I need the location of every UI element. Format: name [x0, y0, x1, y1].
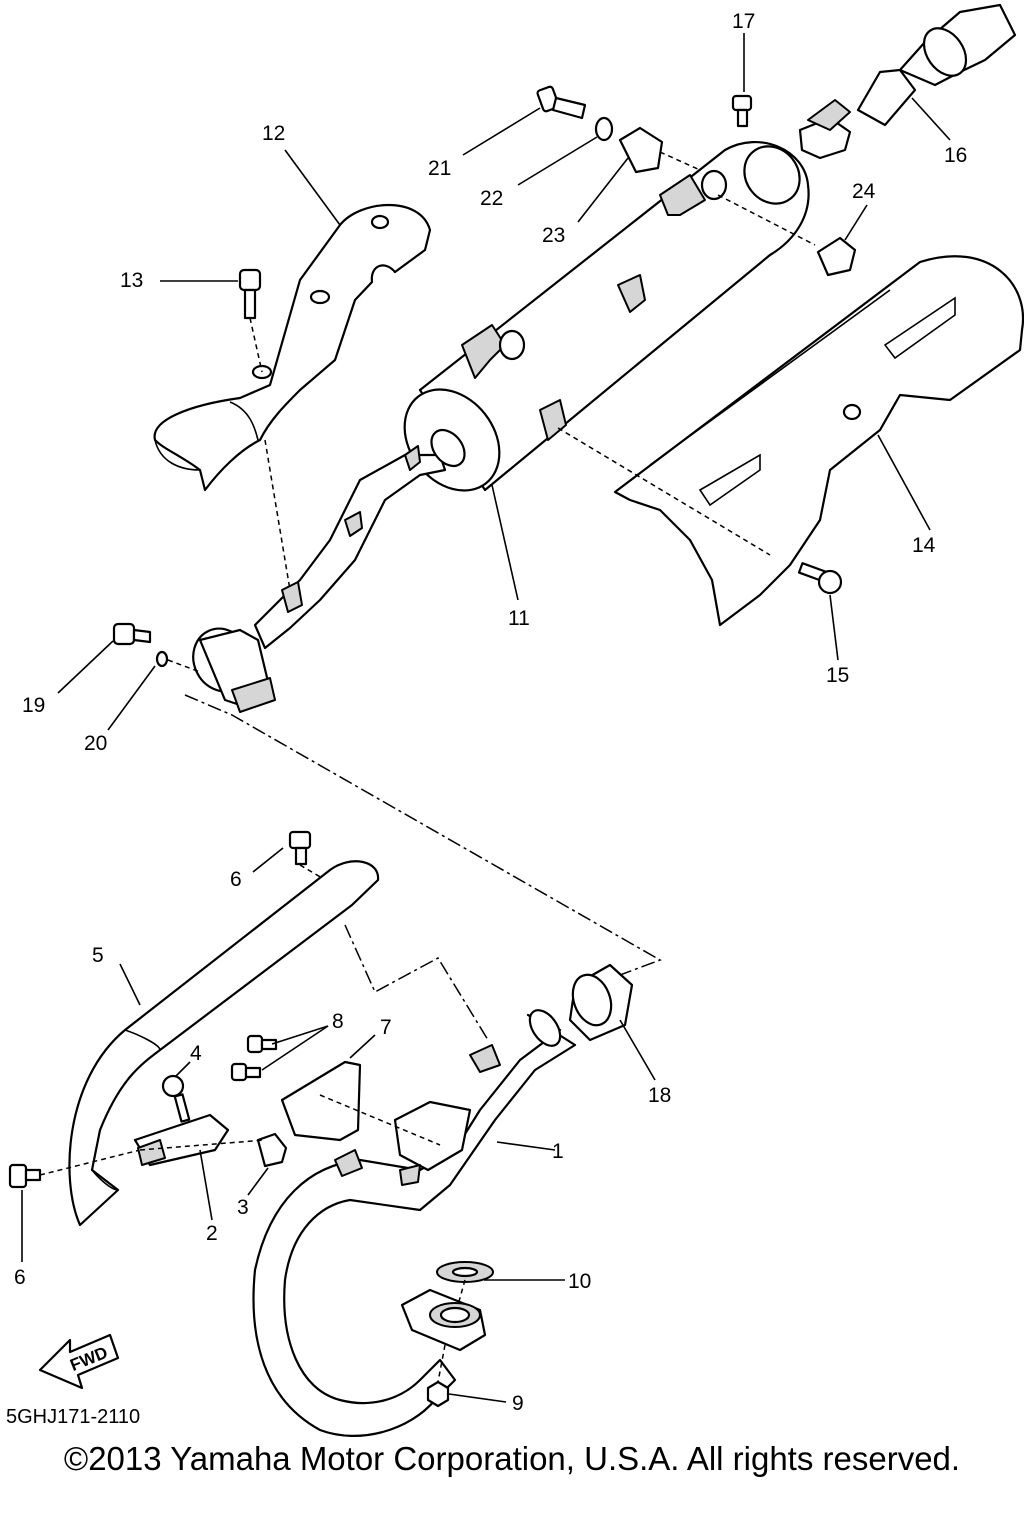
callout-16: 16 — [944, 144, 967, 167]
callout-15: 15 — [826, 664, 849, 687]
callout-1: 1 — [552, 1140, 564, 1163]
bolt-6-lower — [8, 1149, 141, 1189]
callout-6-upper: 6 — [230, 868, 242, 891]
callout-numbers: 1 2 3 4 5 6 6 7 8 9 10 11 12 13 14 15 16… — [14, 10, 967, 1415]
collar-24 — [717, 194, 857, 277]
callout-12: 12 — [262, 122, 285, 145]
gasket-18 — [568, 963, 634, 1042]
callout-3: 3 — [237, 1196, 249, 1219]
diagram-code: 5GHJ171-2110 — [6, 1406, 141, 1428]
tail-pipe-16 — [798, 3, 1017, 160]
callout-18: 18 — [648, 1084, 671, 1107]
callout-6-lower: 6 — [14, 1266, 26, 1289]
callout-20: 20 — [84, 732, 107, 755]
flange — [400, 1279, 487, 1352]
gasket-10 — [436, 1261, 494, 1283]
callout-11: 11 — [508, 607, 530, 630]
heat-protector-14 — [557, 255, 1024, 627]
bolt-4 — [161, 1074, 191, 1123]
bolt-8a — [246, 1034, 278, 1054]
callout-22: 22 — [480, 187, 503, 210]
bolt-8b — [230, 1062, 262, 1082]
callout-24: 24 — [852, 180, 876, 203]
damper-3 — [256, 1132, 288, 1168]
bolt-19 — [112, 622, 152, 646]
callout-17: 17 — [732, 10, 755, 33]
bolt-17 — [731, 94, 753, 128]
callout-9: 9 — [512, 1392, 524, 1415]
callout-14: 14 — [912, 534, 936, 557]
callout-21: 21 — [428, 157, 451, 180]
callout-7: 7 — [380, 1016, 392, 1039]
heat-protector-5 — [68, 860, 380, 1227]
callout-10: 10 — [568, 1270, 591, 1293]
bolt-15 — [797, 562, 843, 595]
washer-20 — [155, 650, 169, 668]
washer-22 — [594, 116, 614, 142]
copyright-notice: ©2013 Yamaha Motor Corporation, U.S.A. A… — [63, 1440, 961, 1477]
heat-protector-12 — [153, 203, 432, 492]
damper-23 — [618, 126, 701, 174]
bolt-13 — [238, 268, 291, 591]
bolt-6-upper — [288, 830, 312, 866]
callout-13: 13 — [120, 269, 143, 292]
muffler-11 — [192, 141, 810, 713]
callout-5: 5 — [92, 944, 104, 967]
exhaust-pipe-1 — [252, 1009, 577, 1437]
leader-lines — [21, 33, 951, 1403]
callout-23: 23 — [542, 224, 565, 247]
fwd-arrow-icon: FWD — [38, 1333, 120, 1390]
bolt-21 — [536, 85, 587, 120]
callout-8: 8 — [332, 1010, 344, 1033]
callout-4: 4 — [190, 1042, 202, 1065]
callout-2: 2 — [206, 1222, 218, 1245]
bracket-7 — [280, 1060, 362, 1142]
bracket-2 — [133, 1113, 230, 1167]
callout-19: 19 — [22, 694, 45, 717]
nut-9 — [426, 1344, 450, 1408]
